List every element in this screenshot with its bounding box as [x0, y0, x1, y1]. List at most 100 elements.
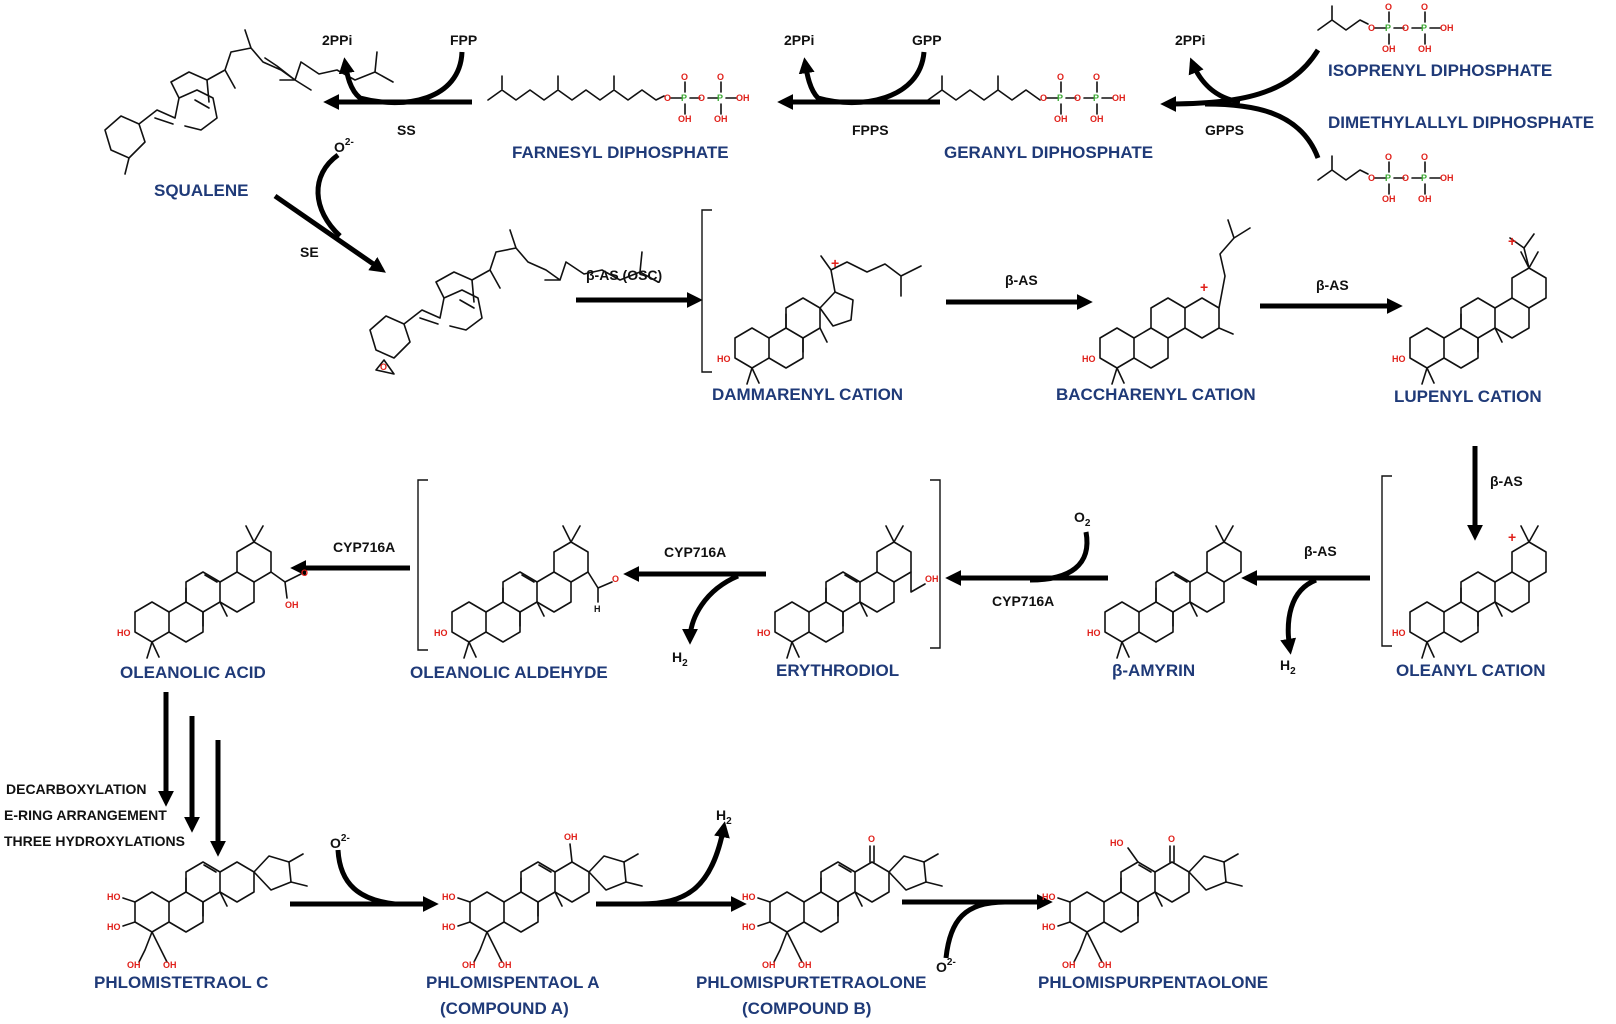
h2-curve-2 [1280, 577, 1318, 655]
ipp-p1-label: P [1385, 23, 1391, 33]
gpp-oh1-label: OH [1112, 93, 1126, 103]
fpp-label: FPP [450, 32, 477, 48]
se-label: SE [300, 244, 319, 260]
isoprenyl-diphosphate-structure: O P O P OH O O OH OH [1317, 2, 1454, 54]
ipp-oh3-label: OH [1418, 44, 1432, 54]
oleanolic-acid-oh-label: OH [285, 600, 299, 610]
pp-ho2-label: HO [1042, 922, 1056, 932]
dmapp-p2-label: P [1421, 173, 1427, 183]
dammarenyl-plus: + [831, 255, 839, 271]
dmapp-o3-label: O [1385, 152, 1392, 162]
dammarenyl-ho-label: HO [717, 354, 731, 364]
oleanyl-cation-name: OLEANYL CATION [1396, 661, 1546, 680]
pp-o-label: O [1168, 834, 1175, 844]
ipp-o2-label: O [1402, 23, 1409, 33]
oleanolic-acid-structure: HO O OH [117, 525, 308, 659]
pb-ho1-label: HO [742, 892, 756, 902]
dmapp-oh3-label: OH [1418, 194, 1432, 204]
o2minus-curve-3 [943, 899, 1006, 959]
dmapp-o4-label: O [1421, 152, 1428, 162]
phlomistetraol-c-name: PHLOMISTETRAOL C [94, 973, 268, 992]
dmapp-p1-label: P [1385, 173, 1391, 183]
gpp-oh2-label: OH [1054, 114, 1068, 124]
oxidosqualene-o-label: O [380, 362, 387, 372]
o2minus-label-2: O2- [330, 833, 350, 851]
ipp-o-label: O [1368, 23, 1375, 33]
ppi3-curve [1188, 57, 1241, 105]
farnesyl-diphosphate-name: FARNESYL DIPHOSPHATE [512, 143, 729, 162]
lupenyl-isopropyl: + [1508, 233, 1535, 269]
lupenyl-plus: + [1508, 233, 1516, 249]
gpp-label: GPP [912, 32, 942, 48]
pp-oh2-label: OH [1098, 960, 1112, 970]
fpp-curve [338, 51, 465, 106]
ipp-p2-label: P [1421, 23, 1427, 33]
beta-amyrin-name: β-AMYRIN [1112, 661, 1195, 680]
baccharenyl-ho-label: HO [1082, 354, 1096, 364]
gpps-arrow [1160, 48, 1321, 112]
cyp-label-1: CYP716A [333, 539, 395, 555]
o2minus-label-1: O2- [334, 137, 354, 155]
dmapp-o-label: O [1368, 173, 1375, 183]
oleanyl-plus: + [1508, 529, 1516, 545]
phlomispentaol-a-name-2: (COMPOUND A) [440, 999, 569, 1018]
gpp-o2-label: O [1074, 93, 1081, 103]
se-arrow [273, 193, 386, 273]
erythrodiol-bracket-right [930, 479, 941, 649]
baccharenyl-structure: HO + [1082, 219, 1251, 385]
ipp-o4-label: O [1421, 2, 1428, 12]
pc-oh2-label: OH [163, 960, 177, 970]
dmapp-o2-label: O [1402, 173, 1409, 183]
dammarenyl-bracket-left [701, 209, 712, 373]
geranyl-diphosphate-structure: O P O P OH O O OH OH [927, 72, 1126, 124]
bas-label-4: β-AS [1304, 543, 1337, 559]
dmapp-curve [1204, 101, 1321, 159]
gpp-o4-label: O [1093, 72, 1100, 82]
geranyl-diphosphate-name: GERANYL DIPHOSPHATE [944, 143, 1153, 162]
fpp-p1-label: P [681, 93, 687, 103]
phlomispurtetraolone-name-2: (COMPOUND B) [742, 999, 871, 1018]
gpp-o3-label: O [1057, 72, 1064, 82]
aldehyde-h-label: H [594, 604, 601, 614]
decarboxylation-note: DECARBOXYLATION [6, 781, 147, 797]
beta-amyrin-structure: HO [1087, 525, 1242, 659]
hydroxylations-note: THREE HYDROXYLATIONS [4, 833, 185, 849]
fpp-o4-label: O [717, 72, 724, 82]
oleanolic-aldehyde-name: OLEANOLIC ALDEHYDE [410, 663, 608, 682]
o2-label-1: O2 [1074, 509, 1091, 529]
bas-label-3: β-AS [1490, 473, 1523, 489]
fpp-oh2-label: OH [678, 114, 692, 124]
fpp-oh1-label: OH [736, 93, 750, 103]
oleanyl-ho-label: HO [1392, 628, 1406, 638]
fpp-o3-label: O [681, 72, 688, 82]
ss-label: SS [397, 122, 416, 138]
erythrodiol-ho-label: HO [757, 628, 771, 638]
bas-osc-label: β-AS (OSC) [586, 267, 662, 283]
baccharenyl-plus: + [1200, 279, 1208, 295]
bas-label-2: β-AS [1316, 277, 1349, 293]
fpps-label: FPPS [852, 122, 889, 138]
cyp-label-2: CYP716A [664, 544, 726, 560]
dammarenyl-cation-name: DAMMARENYL CATION [712, 385, 903, 404]
pp-ho1-label: HO [1042, 892, 1056, 902]
gpp-oh3-label: OH [1090, 114, 1104, 124]
pa-oh2-label: OH [498, 960, 512, 970]
phlomispurpentaolone-name: PHLOMISPURPENTAOLONE [1038, 973, 1268, 992]
erythrodiol-oh-label: OH [925, 574, 939, 584]
dmapp-oh2-label: OH [1382, 194, 1396, 204]
phlomispurtetraolone-structure: HO HO OH OH O [742, 834, 943, 970]
gpp-curve [798, 51, 927, 106]
h2-curve-1 [682, 573, 740, 645]
phlomispentaol-a-structure: HO HO OH OH OH [442, 832, 643, 970]
ipp-o3-label: O [1385, 2, 1392, 12]
erythrodiol-structure: HO OH [757, 525, 939, 659]
oleanolic-acid-name: OLEANOLIC ACID [120, 663, 266, 682]
h2-label-1: H2 [672, 649, 688, 669]
gpp-p2-label: P [1093, 93, 1099, 103]
o2minus-label-3: O2- [936, 957, 956, 975]
aldehyde-o-label: O [612, 574, 619, 584]
gpp-p1-label: P [1057, 93, 1063, 103]
pa-ho1-label: HO [442, 892, 456, 902]
dimethylallyl-diphosphate-name: DIMETHYLALLYL DIPHOSPHATE [1328, 113, 1594, 132]
